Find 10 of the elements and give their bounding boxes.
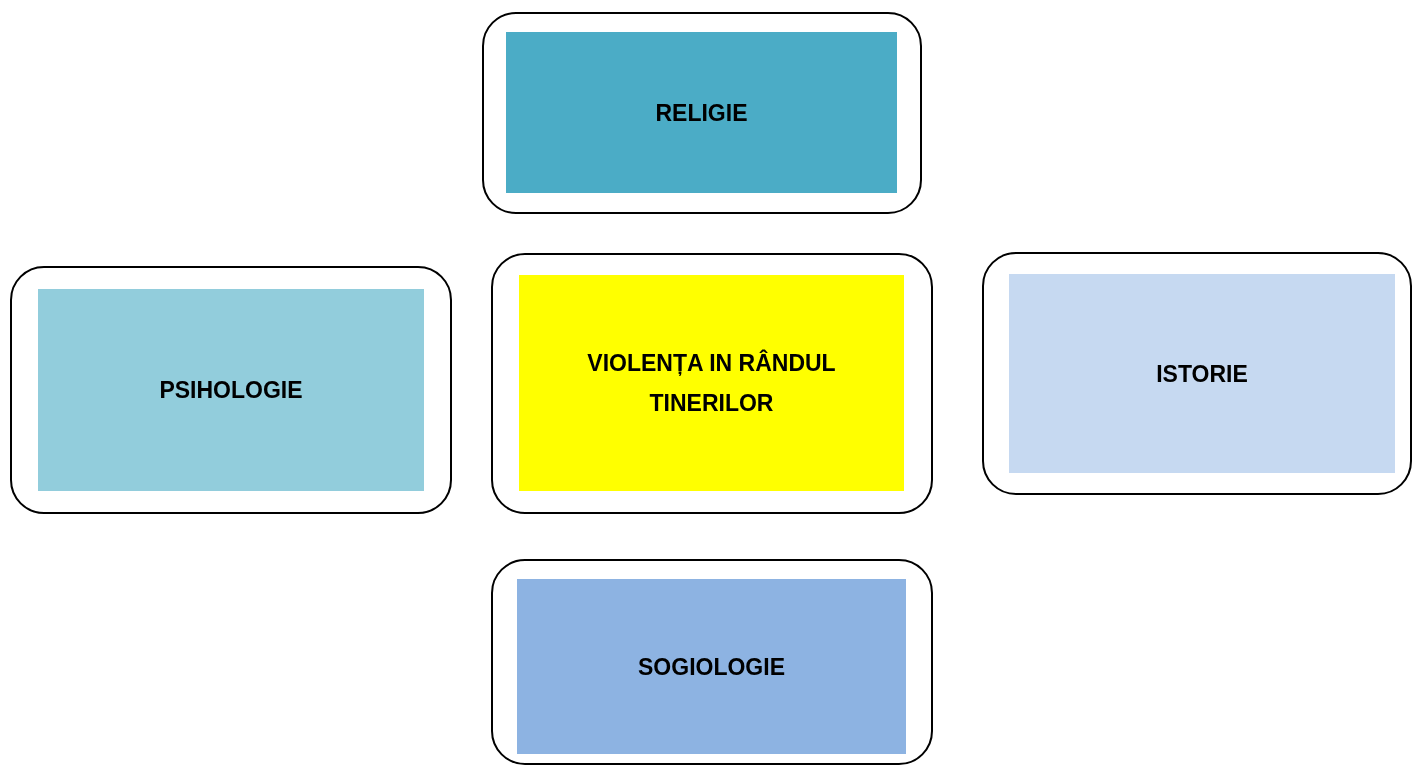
topic-label: RELIGIE <box>655 98 748 128</box>
topic-label: ISTORIE <box>1156 359 1248 389</box>
topic-label: SOGIOLOGIE <box>638 652 785 682</box>
topic-label: VIOLENȚA IN RÂNDUL TINERILOR <box>586 348 837 418</box>
rounded-frame <box>482 12 922 214</box>
rounded-frame <box>10 266 452 514</box>
rounded-frame <box>982 252 1412 495</box>
rounded-frame <box>491 253 933 514</box>
rounded-frame <box>491 559 933 765</box>
topic-label: PSIHOLOGIE <box>159 376 303 405</box>
